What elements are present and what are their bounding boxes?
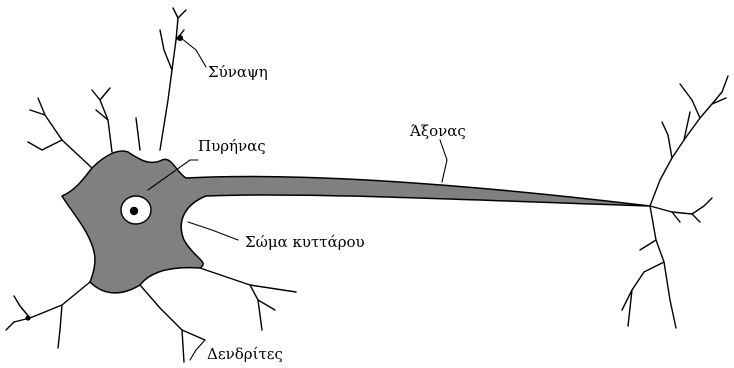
label-synapse: Σύναψη bbox=[208, 63, 268, 81]
cell-body bbox=[62, 151, 650, 293]
axon-terminal bbox=[622, 76, 728, 328]
nucleolus bbox=[130, 207, 138, 215]
label-axon: Άξονας bbox=[409, 122, 466, 140]
label-dendrites: Δενδρίτες bbox=[207, 345, 283, 363]
label-cell-body: Σώμα κυττάρου bbox=[245, 233, 365, 251]
synapse-dot bbox=[177, 35, 183, 41]
terminal-dot bbox=[25, 315, 30, 320]
label-nucleus: Πυρήνας bbox=[198, 137, 266, 155]
